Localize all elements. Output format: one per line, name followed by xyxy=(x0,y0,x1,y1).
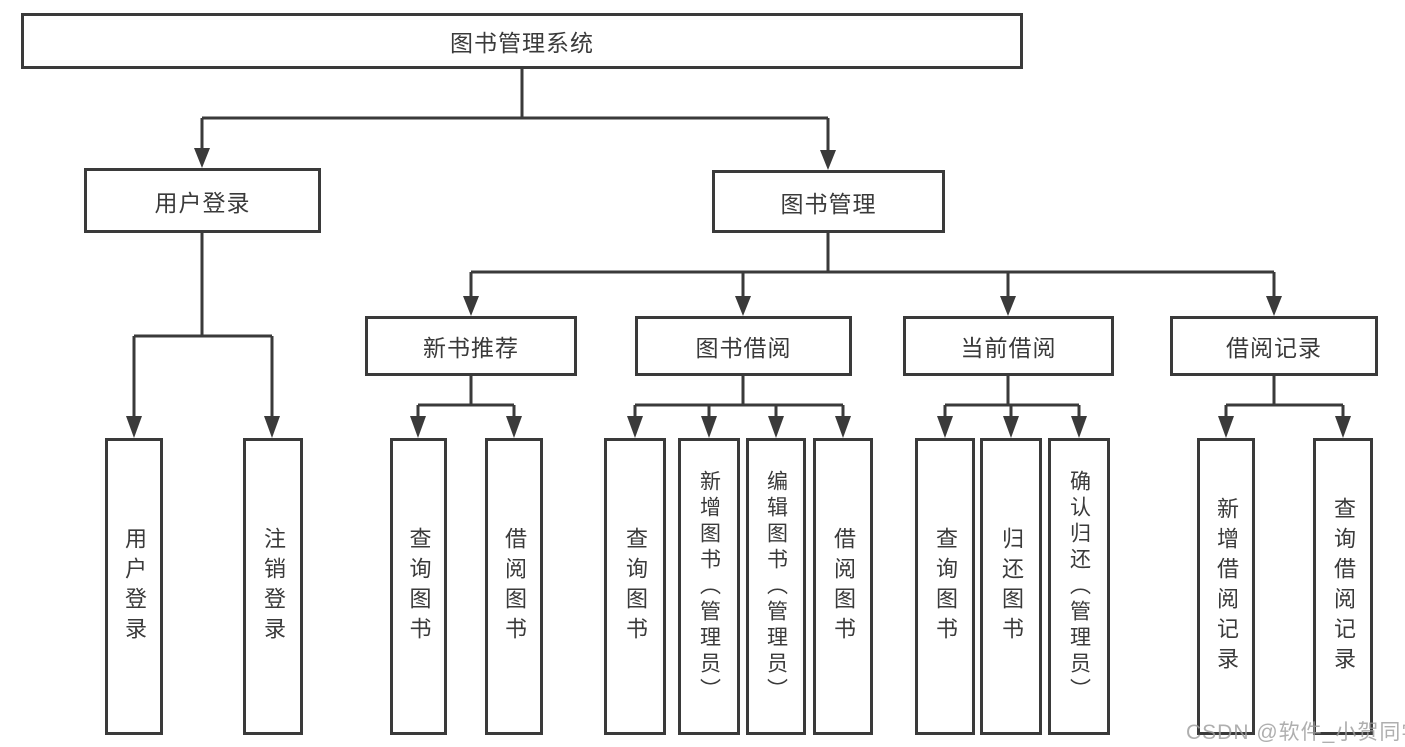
leaf-label: 查询图书 xyxy=(933,526,958,647)
leaf-label: 借阅图书 xyxy=(502,526,527,647)
node-user-login: 用户登录 xyxy=(84,168,321,233)
leaf-return-books: 归还图书 xyxy=(980,438,1042,735)
arrowhead xyxy=(701,416,717,438)
connector-borrow-records-subtree xyxy=(1224,376,1345,420)
leaf-query-books-recommend: 查询图书 xyxy=(390,438,447,735)
leaf-label: 新增图书（管理员） xyxy=(697,469,721,704)
arrowhead xyxy=(768,416,784,438)
arrowhead xyxy=(463,296,479,316)
connector-root-branch xyxy=(200,116,830,152)
csdn-watermark: CSDN @软件_小贺同学 xyxy=(1186,721,1405,744)
arrowhead xyxy=(1218,416,1234,438)
leaf-user-login: 用户登录 xyxy=(105,438,163,735)
leaf-label: 查询借阅记录 xyxy=(1331,496,1356,677)
node-label: 图书管理 xyxy=(780,190,877,217)
node-library-management-system: 图书管理系统 xyxy=(21,13,1023,69)
connector-new-book-subtree xyxy=(416,376,516,420)
arrowhead xyxy=(735,296,751,316)
leaf-query-books-current: 查询图书 xyxy=(915,438,975,735)
arrowhead xyxy=(1003,416,1019,438)
arrowhead xyxy=(1000,296,1016,316)
node-new-book-recommendation: 新书推荐 xyxy=(365,316,577,376)
leaf-query-books-borrow: 查询图书 xyxy=(604,438,666,735)
connector-book-mgmt-branch xyxy=(469,233,1276,298)
leaf-logout: 注销登录 xyxy=(243,438,303,735)
leaf-label: 确认归还（管理员） xyxy=(1067,469,1091,704)
arrowhead xyxy=(126,416,142,438)
leaf-label: 新增借阅记录 xyxy=(1214,496,1239,677)
arrowhead xyxy=(627,416,643,438)
leaf-borrow-books-recommend: 借阅图书 xyxy=(485,438,543,735)
node-label: 当前借阅 xyxy=(960,335,1057,361)
leaf-borrow-books: 借阅图书 xyxy=(813,438,873,735)
leaf-add-borrow-record: 新增借阅记录 xyxy=(1197,438,1255,735)
arrowhead xyxy=(506,416,522,438)
node-label: 新书推荐 xyxy=(423,335,519,361)
connector-book-borrow-subtree xyxy=(633,376,845,420)
leaf-add-book-admin: 新增图书（管理员） xyxy=(678,438,740,735)
node-current-borrowing: 当前借阅 xyxy=(903,316,1114,376)
arrowhead xyxy=(835,416,851,438)
leaf-confirm-return-admin: 确认归还（管理员） xyxy=(1048,438,1110,735)
arrowhead xyxy=(264,416,280,438)
arrowhead xyxy=(1266,296,1282,316)
node-label: 借阅记录 xyxy=(1226,335,1322,361)
arrowhead xyxy=(937,416,953,438)
leaf-query-borrow-record: 查询借阅记录 xyxy=(1313,438,1373,735)
node-book-borrowing: 图书借阅 xyxy=(635,316,852,376)
connector-user-login-subtree xyxy=(132,233,274,420)
leaf-label: 查询图书 xyxy=(623,526,648,647)
arrowhead xyxy=(194,148,210,168)
leaf-label: 借阅图书 xyxy=(831,526,856,647)
node-label: 用户登录 xyxy=(154,189,251,216)
node-label: 图书借阅 xyxy=(695,335,792,361)
arrowhead xyxy=(410,416,426,438)
arrowhead xyxy=(1071,416,1087,438)
node-borrowing-records: 借阅记录 xyxy=(1170,316,1378,376)
connector-current-borrow-subtree xyxy=(943,376,1081,420)
node-label: 图书管理系统 xyxy=(450,30,594,56)
leaf-label: 注销登录 xyxy=(261,526,286,647)
node-book-management: 图书管理 xyxy=(712,170,945,233)
arrowhead xyxy=(1335,416,1351,438)
leaf-label: 编辑图书（管理员） xyxy=(764,469,788,704)
leaf-label: 归还图书 xyxy=(999,526,1024,647)
leaf-label: 查询图书 xyxy=(406,526,432,647)
arrowhead xyxy=(820,150,836,170)
leaf-label: 用户登录 xyxy=(122,526,147,647)
leaf-edit-book-admin: 编辑图书（管理员） xyxy=(746,438,806,735)
